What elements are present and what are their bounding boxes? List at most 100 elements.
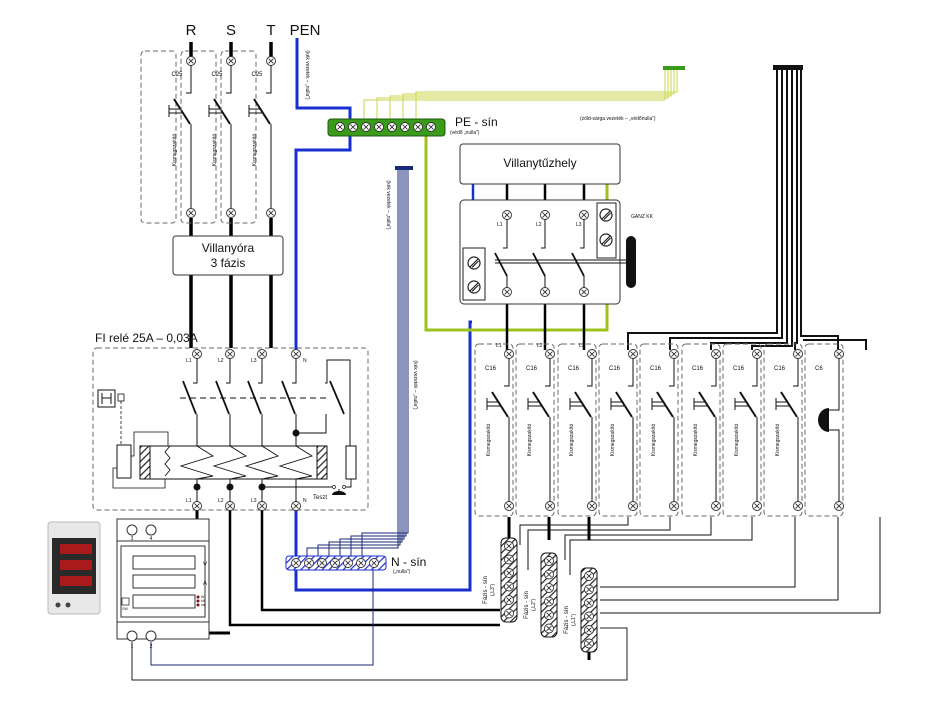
- meter-led-label: var: [201, 603, 207, 607]
- terminal-cross: [415, 124, 421, 130]
- terminal-cross: [402, 124, 408, 130]
- stove-switch-enclosure: [459, 199, 621, 305]
- phase-label-s: S: [226, 22, 236, 39]
- terminal-screw-icon: [226, 56, 236, 66]
- pe-clamp-block: [596, 202, 617, 259]
- branch-rating: C16: [609, 366, 621, 372]
- indicator-led: [196, 599, 200, 603]
- main-breaker-label: Kismegszakító: [172, 134, 178, 167]
- terminal-cross: [227, 503, 233, 509]
- terminal-cross: [506, 597, 512, 603]
- terminal-screw-icon: [544, 569, 554, 580]
- terminal-screw-icon: [369, 558, 379, 568]
- terminal-cross: [428, 124, 434, 130]
- pe-branch-wire: [415, 70, 678, 121]
- terminal-cross: [227, 351, 233, 357]
- pen-wire-note: (kék vezeték – „nulla”): [304, 50, 310, 100]
- phase-bar-label: Fázis - sín: [524, 591, 530, 619]
- phase-bar-sublabel: („L1”): [571, 614, 577, 627]
- test-contact: [342, 485, 346, 489]
- main-breaker-label: Kismegszakító: [252, 134, 258, 167]
- breaker-enclosure: [220, 50, 257, 224]
- branch-rating: C16: [733, 366, 745, 372]
- branch-wire: [600, 517, 839, 601]
- meter-terminal: [145, 630, 157, 642]
- terminal-screw-icon: [793, 501, 803, 511]
- terminal-screw-icon: [584, 611, 594, 622]
- test-button-icon: [332, 491, 346, 495]
- terminal-screw-icon: [504, 608, 514, 619]
- breaker-enclosure: [180, 50, 217, 224]
- main-breaker-rating: C25: [211, 72, 223, 78]
- terminal-cross: [389, 124, 395, 130]
- terminal-screw-icon: [304, 558, 314, 568]
- terminal-cross: [188, 58, 194, 64]
- junction-dot: [193, 483, 201, 491]
- terminal-screw-icon: [291, 349, 301, 359]
- branch-label: Kismegszakító: [569, 424, 575, 457]
- rcd-bottom-terminal: N: [303, 498, 307, 504]
- terminal-cross: [713, 503, 719, 509]
- photo-digits: [60, 576, 92, 586]
- neutral-branch-wire: [361, 170, 409, 558]
- breaker-blade: [491, 391, 509, 418]
- terminal-screw-icon: [504, 554, 514, 565]
- rcd-test-label: Teszt: [313, 495, 327, 501]
- terminal-cross: [542, 212, 548, 218]
- terminal-cross: [713, 351, 719, 357]
- clamp-slot: [601, 210, 611, 220]
- neutral-wire: [294, 320, 472, 592]
- meter-terminal: [145, 524, 157, 536]
- rcd-contact: [226, 358, 231, 384]
- terminal-screw-icon: [793, 349, 803, 359]
- clamp-slot: [601, 235, 611, 245]
- branch-rating: C16: [568, 366, 580, 372]
- pen-wire: [295, 38, 352, 121]
- rcd-contact: [258, 358, 263, 384]
- breaker-enclosure: [804, 343, 844, 517]
- n-wire-note: (kék vezeték – „nulla”): [412, 360, 418, 410]
- terminal-cross: [546, 585, 552, 591]
- terminal-screw-icon: [584, 571, 594, 581]
- terminal-cross: [542, 289, 548, 295]
- terminal-screw-icon: [504, 349, 514, 359]
- indicator-led: [196, 603, 200, 607]
- breaker-contact: [711, 358, 717, 387]
- terminal-screw-icon: [584, 638, 594, 649]
- indicator-lamp: [117, 393, 125, 402]
- terminal-screw-icon: [343, 558, 353, 568]
- rcd-top-terminal: N: [303, 358, 307, 364]
- meter-subtitle: 3 fázis: [211, 256, 246, 270]
- stove-switch-label: GANZ KK: [631, 214, 654, 220]
- branch-wire: [600, 517, 796, 588]
- terminal-screw-icon: [587, 501, 597, 511]
- terminal-screw-icon: [192, 501, 202, 511]
- terminal-screw-icon: [225, 349, 235, 359]
- rcd-winding: [278, 445, 314, 480]
- clamp-slot: [469, 258, 479, 268]
- terminal-cross: [194, 503, 200, 509]
- meter-terminal-label: 4: [150, 536, 153, 542]
- terminal-screw-icon: [834, 501, 844, 511]
- breaker-blade: [739, 391, 757, 418]
- branch-feed-wire: [751, 70, 793, 350]
- terminal-cross: [371, 560, 377, 566]
- terminal-screw-icon: [628, 501, 638, 511]
- main-breaker-label: Kismegszakító: [212, 134, 218, 167]
- switch-blade: [571, 252, 585, 277]
- meter-terminal-label: 2: [150, 644, 153, 650]
- terminal-screw-icon: [834, 349, 844, 359]
- meter-row-label-a: A: [203, 581, 207, 587]
- terminal-cross: [581, 212, 587, 218]
- terminal-screw-icon: [579, 287, 589, 297]
- neutral-bundle-cap: [395, 166, 413, 170]
- breaker-enclosure: [515, 343, 555, 517]
- terminal-screw-icon: [186, 56, 196, 66]
- fuse-wire: [829, 429, 840, 502]
- terminal-cross: [332, 560, 338, 566]
- main-breaker-rating: C25: [251, 72, 263, 78]
- switch-blade: [494, 252, 508, 277]
- branch-label: Kismegszakító: [610, 424, 616, 457]
- breaker-enclosure: [639, 343, 679, 517]
